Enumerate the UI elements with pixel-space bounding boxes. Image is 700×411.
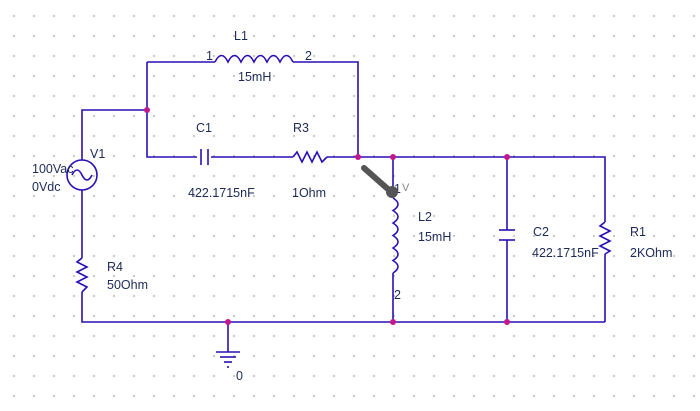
resistor-r1[interactable]: R1 2KOhm — [598, 221, 672, 260]
r3-name: R3 — [293, 121, 309, 135]
voltage-probe-icon[interactable]: V — [361, 165, 410, 198]
capacitor-c2[interactable]: C2 422.1715nF — [499, 225, 599, 260]
junction-dot — [504, 154, 510, 160]
c2-name: C2 — [533, 225, 549, 239]
l1-name: L1 — [234, 29, 248, 43]
r3-value: 1Ohm — [292, 186, 326, 200]
ground-symbol[interactable]: 0 — [216, 351, 243, 383]
inductor-coil-icon — [391, 197, 399, 274]
r1-name: R1 — [630, 225, 646, 239]
r4-value: 50Ohm — [107, 278, 148, 292]
inductor-l2[interactable]: 1 2 L2 15mH — [391, 182, 451, 302]
wire-v1-top[interactable] — [81, 109, 147, 160]
capacitor-c1[interactable]: C1 422.1715nF — [188, 121, 255, 200]
sine-wave-icon — [71, 169, 93, 181]
v1-ac: 100Vac — [32, 162, 73, 176]
junction-dot — [390, 154, 396, 160]
l2-pin2: 2 — [394, 288, 401, 302]
wire-bottom[interactable] — [81, 292, 605, 323]
junction-dot — [144, 107, 150, 113]
l2-name: L2 — [418, 210, 432, 224]
v1-name: V1 — [90, 147, 105, 161]
wire-top-left[interactable] — [146, 62, 197, 158]
wire-l1-right[interactable] — [293, 61, 359, 157]
inductor-l1[interactable]: L1 1 2 15mH — [206, 29, 312, 84]
probe-label: V — [402, 182, 410, 194]
resistor-zigzag-icon — [598, 221, 612, 255]
l2-pin1: 1 — [394, 182, 401, 196]
c1-name: C1 — [196, 121, 212, 135]
inductor-coil-icon — [214, 54, 294, 64]
resistor-r3[interactable]: R3 1Ohm — [292, 121, 328, 200]
l1-pin1: 1 — [206, 49, 213, 63]
junction-dot — [504, 319, 510, 325]
junctions — [144, 107, 510, 325]
c2-value: 422.1715nF — [532, 246, 599, 260]
l2-value: 15mH — [418, 230, 451, 244]
wire-top-right[interactable] — [358, 156, 606, 222]
l1-pin2: 2 — [305, 49, 312, 63]
voltage-source-v1[interactable]: V1 100Vac 0Vdc — [32, 147, 105, 194]
r4-name: R4 — [107, 260, 123, 274]
junction-dot — [355, 154, 361, 160]
junction-dot — [390, 319, 396, 325]
r1-value: 2KOhm — [630, 246, 672, 260]
junction-dot — [225, 319, 231, 325]
wires — [81, 61, 606, 352]
c1-value: 422.1715nF — [188, 186, 255, 200]
resistor-r4[interactable]: R4 50Ohm — [75, 257, 148, 293]
v1-dc: 0Vdc — [32, 180, 61, 194]
ground-label: 0 — [236, 369, 243, 383]
resistor-zigzag-icon — [292, 150, 328, 164]
resistor-zigzag-icon — [75, 257, 89, 293]
l1-value: 15mH — [238, 70, 271, 84]
